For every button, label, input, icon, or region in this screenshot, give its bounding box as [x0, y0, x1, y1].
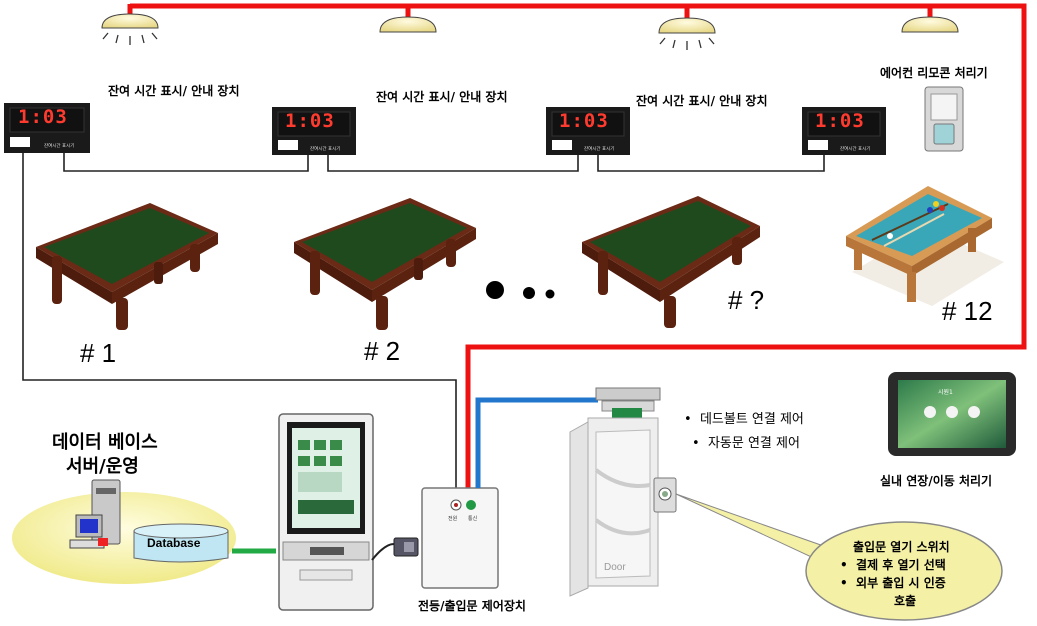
- door-control-line: [475, 397, 598, 488]
- bubble-item-1: • 결제 후 열기 선택: [840, 558, 946, 572]
- bullet-autodoor-text: 자동문 연결 제어: [707, 436, 800, 451]
- serial-cable: [371, 537, 419, 561]
- clock-display-1: [4, 103, 90, 153]
- svg-text:전원: 전원: [448, 515, 458, 522]
- clock-caption-3: 잔여시간 표시기: [584, 147, 615, 152]
- ceiling-lamp-3: [658, 17, 716, 50]
- clock-time-4: 1:03: [815, 110, 865, 132]
- label-table-1: # 1: [80, 338, 117, 368]
- billiard-table-1: [36, 203, 218, 330]
- clock-display-3: [546, 107, 630, 155]
- billiard-table-n: [582, 196, 760, 328]
- billiard-table-12: [846, 186, 1004, 306]
- billiard-table-2: [294, 198, 476, 330]
- label-display-1: 잔여 시간 표시/ 안내 장치: [108, 84, 240, 98]
- label-display-2: 잔여 시간 표시/ 안내 장치: [376, 90, 508, 104]
- door-frame: [569, 417, 659, 597]
- clock-caption-1: 잔여시간 표시기: [44, 144, 75, 149]
- ellipsis-dots: [486, 281, 555, 299]
- aircon-remote-device: [924, 86, 964, 152]
- label-display-3: 잔여 시간 표시/ 안내 장치: [636, 94, 768, 108]
- label-aircon: 에어컨 리모콘 처리기: [880, 66, 988, 80]
- power-wiring: [127, 3, 1027, 488]
- ceiling-lamp-4: [901, 16, 959, 33]
- label-table-12: # 12: [942, 296, 993, 326]
- label-db-title-2: 서버/운영: [66, 456, 139, 477]
- clock-caption-4: 잔여시간 표시기: [840, 147, 871, 152]
- door-open-switch: [653, 477, 677, 513]
- database-server-group: [12, 479, 236, 584]
- kiosk-terminal: [278, 413, 374, 611]
- label-indoor-processor: 실내 연장/이동 처리기: [880, 474, 993, 488]
- power-line-main: [130, 3, 1027, 488]
- bubble-item-2-text: 외부 출입 시 인증: [856, 576, 946, 590]
- bubble-item-2: • 외부 출입 시 인증: [840, 576, 946, 590]
- data-line-kiosk: [22, 153, 457, 488]
- clock-time-3: 1:03: [559, 110, 609, 132]
- deadbolt-lock: [595, 387, 661, 420]
- label-db-title-1: 데이터 베이스: [52, 432, 158, 453]
- bubble-title: 출입문 열기 스위치: [853, 540, 950, 554]
- bullet-autodoor: • 자동문 연결 제어: [692, 436, 800, 451]
- clock-wiring: [22, 153, 825, 488]
- clock-time-2: 1:03: [285, 110, 335, 132]
- indoor-tablet: [888, 372, 1016, 456]
- clock-time-1: 1:03: [18, 106, 68, 128]
- label-table-n: # ?: [728, 285, 765, 315]
- bubble-item-3: 호출: [894, 594, 917, 608]
- svg-text:통신: 통신: [468, 515, 478, 522]
- bubble-item-1-text: 결제 후 열기 선택: [856, 558, 946, 572]
- bullet-deadbolt-text: 데드볼트 연결 제어: [699, 412, 804, 427]
- label-table-2: # 2: [364, 336, 401, 366]
- clock-display-4: [802, 107, 886, 155]
- lighting-door-controller: 전원 통신: [421, 487, 499, 589]
- label-door: Door: [604, 562, 626, 573]
- label-controller: 전등/출입문 제어장치: [418, 599, 526, 613]
- label-database: Database: [147, 536, 201, 550]
- ceiling-lamp-2: [379, 16, 437, 33]
- bullet-deadbolt: • 데드볼트 연결 제어: [684, 412, 804, 427]
- callout-bubble: [805, 521, 1003, 621]
- ceiling-lamp-1: [101, 13, 159, 45]
- clock-caption-2: 잔여시간 표시기: [310, 147, 341, 152]
- tablet-title: 시원1: [938, 389, 953, 396]
- clock-display-2: [272, 107, 356, 155]
